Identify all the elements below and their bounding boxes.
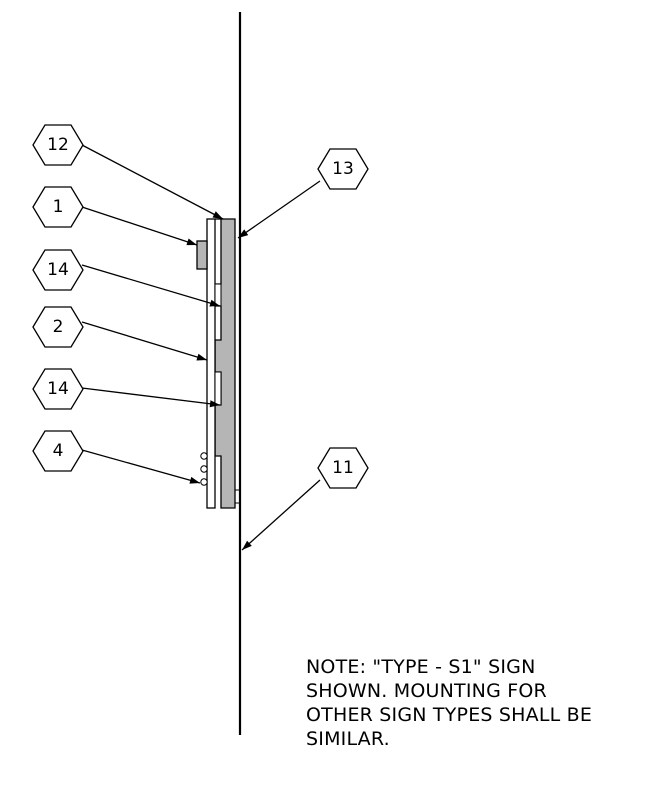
braille-dot (200, 452, 208, 460)
callout-hex-1 (32, 186, 84, 228)
callout-hex-4 (32, 430, 84, 472)
leader-1 (81, 206, 198, 246)
leader-14a (81, 264, 221, 307)
sign-panel (206, 218, 216, 509)
spacer-upper (214, 283, 222, 307)
mounting-note: NOTE: "TYPE - S1" SIGN SHOWN. MOUNTING F… (306, 655, 641, 751)
callout-hex-11 (317, 447, 369, 489)
braille-dot (200, 465, 208, 473)
callout-hex-14b (32, 368, 84, 410)
note-line-1: NOTE: "TYPE - S1" SIGN (306, 656, 536, 678)
leader-4 (81, 449, 201, 484)
note-line-4: SIMILAR. (306, 728, 390, 750)
leader-11 (241, 479, 321, 551)
callout-hex-14a (32, 249, 84, 291)
leader-13 (237, 180, 321, 239)
callout-label-12: 12 (47, 135, 69, 155)
callout-label-13: 13 (332, 159, 354, 179)
leader-14b (81, 387, 221, 408)
braille-dot (200, 478, 208, 486)
leader-2 (81, 321, 208, 361)
note-line-3: OTHER SIGN TYPES SHALL BE (306, 704, 593, 726)
note-line-2: SHOWN. MOUNTING FOR (306, 680, 547, 702)
raised-letter-block (196, 240, 208, 270)
backer-panel (214, 218, 236, 509)
callout-label-11: 11 (332, 458, 354, 478)
spacer-lower (214, 371, 222, 406)
callout-label-1: 1 (53, 197, 64, 217)
callout-label-14b: 14 (47, 379, 69, 399)
callout-hex-13 (317, 148, 369, 190)
callout-hex-2 (32, 306, 84, 348)
callout-hex-12 (32, 124, 84, 166)
callout-label-14a: 14 (47, 260, 69, 280)
callout-label-2: 2 (53, 317, 64, 337)
callout-label-4: 4 (53, 441, 64, 461)
leader-12 (81, 144, 224, 220)
